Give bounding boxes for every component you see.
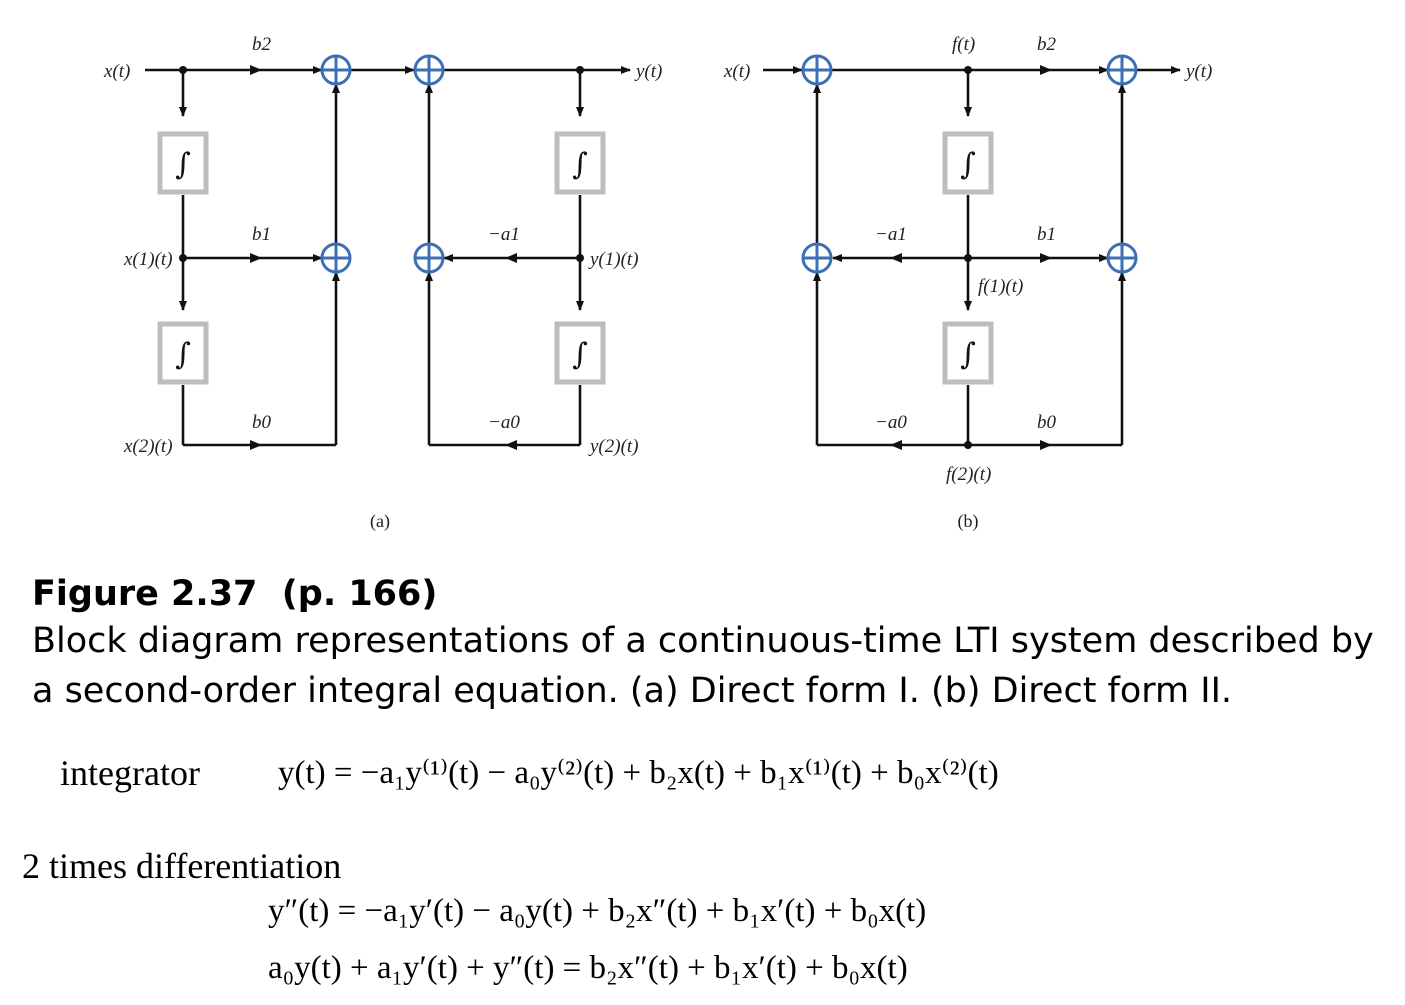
differential-equation: y″(t) = −a₁y′(t) − a₀y(t) + b₂x″(t) + b₁… — [268, 893, 927, 929]
node-dot — [576, 254, 584, 262]
summer-icon — [413, 242, 445, 274]
label-y-t: y(t) — [1184, 61, 1212, 82]
label-f2-t: f(2)(t) — [946, 464, 991, 485]
integrator-block — [942, 321, 994, 385]
integrator-block — [157, 321, 209, 385]
label-b1: b1 — [252, 224, 271, 245]
summer-icon — [1106, 242, 1138, 274]
label-neg-a0: −a0 — [488, 412, 520, 433]
summer-icon — [413, 54, 445, 86]
caption-title: Figure 2.37 (p. 166) — [32, 574, 438, 614]
label-y1-t: y(1)(t) — [588, 249, 639, 270]
node-dot — [179, 66, 187, 74]
gain-arrow-b1 — [1040, 253, 1052, 263]
label-b0: b0 — [252, 412, 272, 433]
gain-arrow-a0 — [890, 440, 902, 450]
label-y2-t: y(2)(t) — [588, 436, 639, 457]
gain-arrow-a1 — [890, 253, 902, 263]
integrator-symbol: ∫ — [572, 147, 588, 182]
label-f1-t: f(1)(t) — [978, 276, 1023, 297]
node-dot — [964, 254, 972, 262]
panel-label-a: (a) — [370, 511, 390, 532]
integrator-symbol: ∫ — [960, 337, 976, 372]
block-diagrams: ∫ ∫ ∫ ∫ x(t) y(t) x(1)(t) x(2)(t) y(1)(t… — [103, 34, 1212, 532]
label-x2-t: x(2)(t) — [123, 436, 173, 457]
integrator-block — [942, 131, 994, 195]
integrator-symbol: ∫ — [175, 147, 191, 182]
label-x1-t: x(1)(t) — [123, 249, 173, 270]
gain-arrow-b0 — [250, 440, 262, 450]
integral-equation: y(t) = −a₁y⁽¹⁾(t) − a₀y⁽²⁾(t) + b₂x(t) +… — [278, 755, 999, 791]
differentiation-label: 2 times differentiation — [22, 846, 342, 886]
integrator-block — [554, 321, 606, 385]
figure-caption: Figure 2.37 (p. 166) Block diagram repre… — [32, 572, 1402, 716]
summer-icon — [320, 54, 352, 86]
label-neg-a0: −a0 — [875, 412, 907, 433]
diagram-b: ∫ ∫ x(t) y(t) f(t) f(1)(t) f(2)(t) b2 b1… — [723, 34, 1212, 532]
label-x-t: x(t) — [103, 61, 130, 82]
summer-icon — [1106, 54, 1138, 86]
node-dot — [576, 66, 584, 74]
integrator-symbol: ∫ — [572, 337, 588, 372]
final-equation: a₀y(t) + a₁y′(t) + y″(t) = b₂x″(t) + b₁x… — [268, 950, 908, 986]
gain-arrow-a1 — [505, 253, 517, 263]
label-neg-a1: −a1 — [488, 224, 520, 245]
gain-arrow-b2 — [1040, 65, 1052, 75]
label-x-t: x(t) — [723, 61, 750, 82]
node-dot — [964, 66, 972, 74]
gain-arrow-b2 — [250, 65, 262, 75]
label-b0: b0 — [1037, 412, 1057, 433]
integrator-block — [554, 131, 606, 195]
integrator-block — [157, 131, 209, 195]
label-f-t: f(t) — [952, 34, 975, 55]
summer-icon — [801, 54, 833, 86]
summer-icon — [320, 242, 352, 274]
integrator-symbol: ∫ — [175, 337, 191, 372]
label-b2: b2 — [252, 34, 272, 55]
diagram-a: ∫ ∫ ∫ ∫ x(t) y(t) x(1)(t) x(2)(t) y(1)(t… — [103, 34, 662, 532]
label-y-t: y(t) — [634, 61, 662, 82]
panel-label-b: (b) — [958, 511, 979, 532]
label-b2: b2 — [1037, 34, 1057, 55]
gain-arrow-b1 — [250, 253, 262, 263]
gain-arrow-a0 — [505, 440, 517, 450]
integrator-symbol: ∫ — [960, 147, 976, 182]
summer-icon — [801, 242, 833, 274]
label-b1: b1 — [1037, 224, 1056, 245]
node-dot — [964, 441, 972, 449]
caption-text: Block diagram representations of a conti… — [32, 621, 1374, 711]
label-neg-a1: −a1 — [875, 224, 907, 245]
integrator-label: integrator — [60, 753, 200, 793]
node-dot — [179, 254, 187, 262]
gain-arrow-b0 — [1040, 440, 1052, 450]
